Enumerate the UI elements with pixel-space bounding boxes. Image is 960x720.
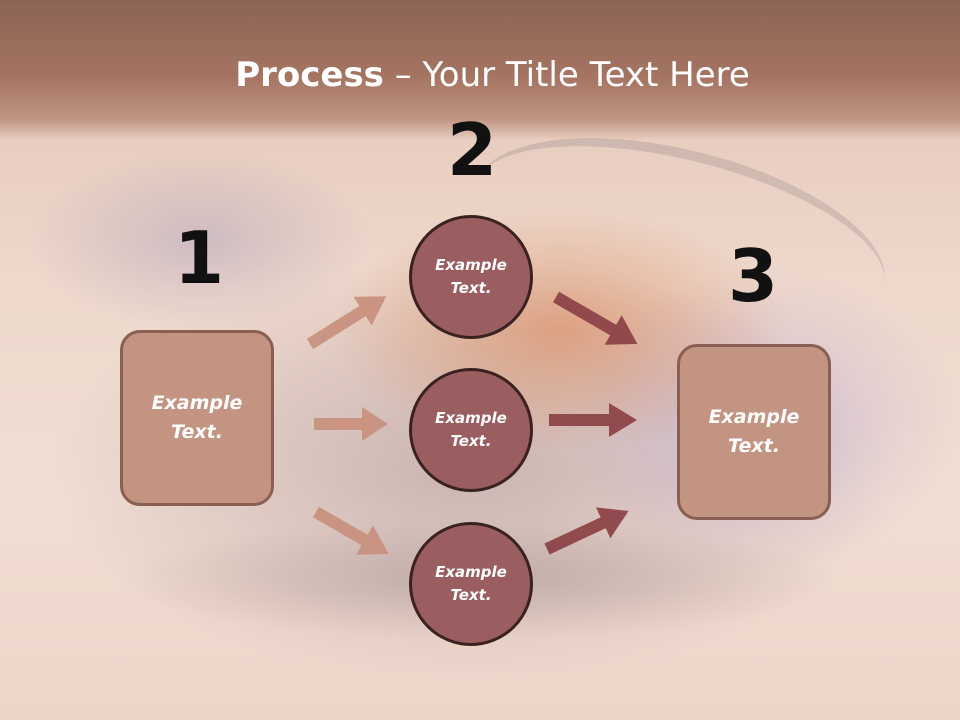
step-1-box-label: Example Text.	[151, 392, 243, 443]
circle-3-label: Example Text.	[435, 563, 507, 604]
slide-title: Process – Your Title Text Here	[0, 52, 960, 98]
arrow-circle2-to-box3	[549, 403, 637, 437]
step-3-number: 3	[727, 234, 779, 318]
step-2-number: 2	[446, 108, 498, 192]
step-2-circle-1[interactable]: Example Text.	[409, 215, 533, 339]
title-rest: – Your Title Text Here	[383, 55, 750, 95]
circle-2-label: Example Text.	[435, 409, 507, 450]
arrow-box1-to-circle2	[314, 407, 388, 441]
arrow-circle3-to-box3	[544, 507, 629, 555]
step-2-circle-2[interactable]: Example Text.	[409, 368, 533, 492]
circle-1-label: Example Text.	[435, 256, 507, 297]
step-1-box[interactable]: Example Text.	[120, 330, 274, 506]
arrow-box1-to-circle3	[313, 506, 389, 555]
step-3-box[interactable]: Example Text.	[677, 344, 831, 520]
arrow-circle1-to-box3	[553, 291, 638, 345]
arrow-box1-to-circle1	[306, 296, 387, 350]
title-bar	[0, 0, 960, 140]
title-bold: Process	[235, 55, 384, 95]
step-2-circle-3[interactable]: Example Text.	[409, 522, 533, 646]
step-3-box-label: Example Text.	[708, 406, 800, 457]
step-1-number: 1	[173, 216, 225, 300]
